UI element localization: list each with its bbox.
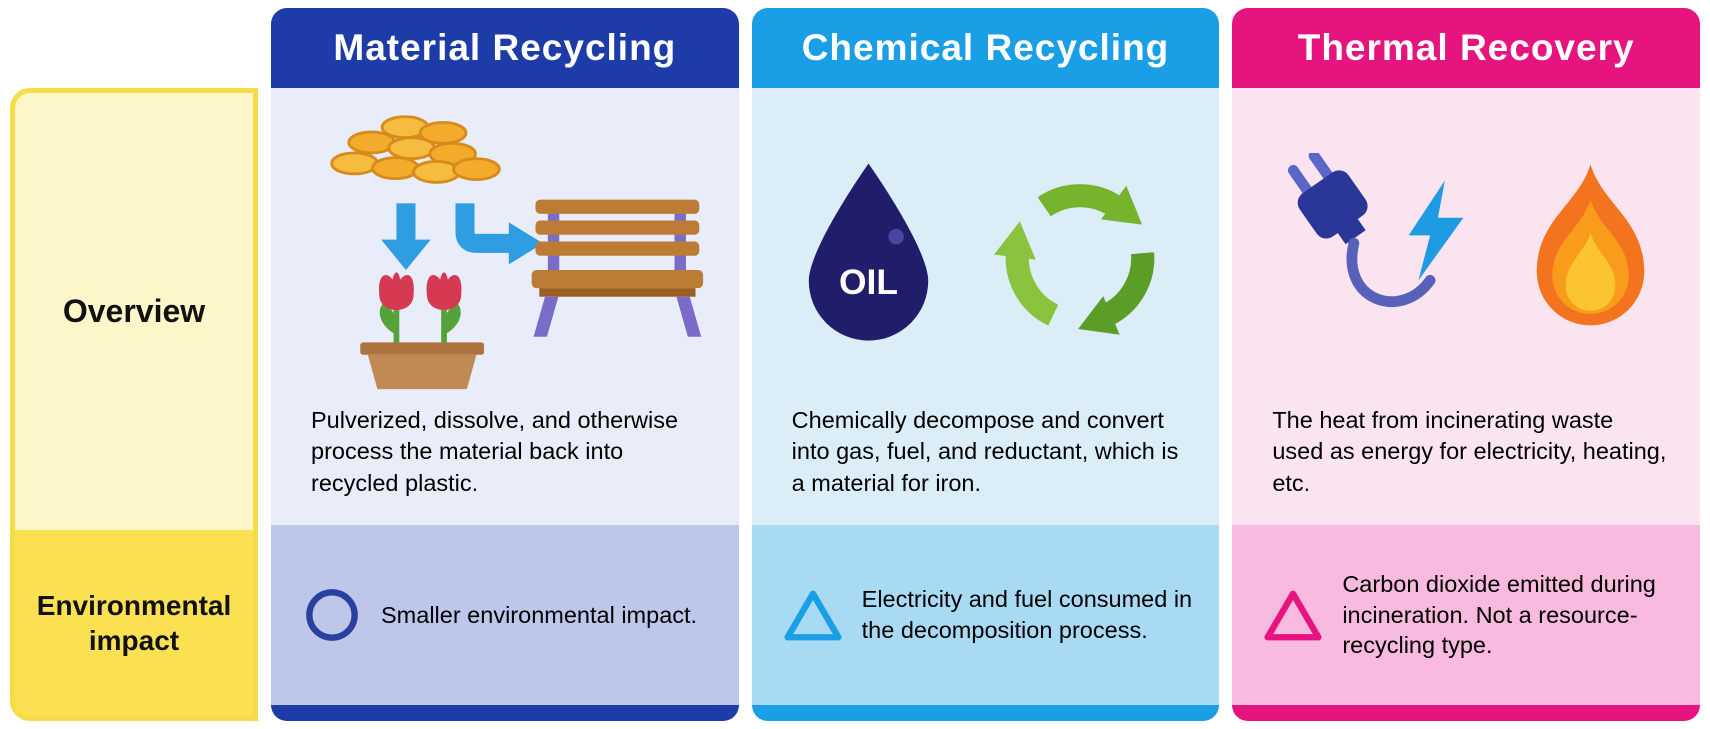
plug-prong (1287, 165, 1314, 197)
row-labels-column: Overview Environmental impact (10, 88, 258, 721)
circle-rating-icon (306, 589, 358, 641)
oil-drop-icon: OIL (808, 163, 929, 341)
oil-label: OIL (839, 263, 898, 302)
thermal-recovery-impact-text: Carbon dioxide emitted during incinerati… (1342, 571, 1656, 659)
thermal-recovery-description: The heat from incinerating waste used as… (1272, 406, 1667, 496)
column-thermal-recovery: Thermal Recovery (1232, 8, 1700, 721)
chemical-recycling-icons: OIL (752, 88, 1220, 405)
thermal-recovery-overview-cell: The heat from incinerating waste used as… (1232, 88, 1700, 525)
chemical-recycling-impact-cell: Electricity and fuel consumed in the dec… (751, 525, 1220, 705)
plastic-pellets-pile-icon (330, 115, 501, 185)
chemical-recycling-title: Chemical Recycling (751, 8, 1220, 88)
column-chemical-recycling: Chemical Recycling OIL (751, 8, 1220, 721)
material-recycling-description: Pulverized, dissolve, and otherwise proc… (311, 406, 679, 496)
bench-icon (531, 199, 703, 337)
lightning-bolt-icon (1408, 180, 1464, 281)
thermal-recovery-icons (1232, 88, 1700, 405)
triangle-rating-icon (784, 590, 842, 640)
plug-prong (1308, 153, 1334, 182)
power-plug-icon (1287, 153, 1464, 308)
triangle-rating-icon (1264, 590, 1322, 640)
material-recycling-overview-cell: Pulverized, dissolve, and otherwise proc… (271, 88, 739, 525)
chemical-recycling-impact-text: Electricity and fuel consumed in the dec… (861, 586, 1193, 643)
material-recycling-impact-cell: Smaller environmental impact. (271, 525, 739, 705)
thermal-recovery-title: Thermal Recovery (1232, 8, 1700, 88)
plug-cord (1346, 238, 1436, 308)
recycle-arrows-icon (993, 184, 1155, 336)
overview-label-text: Overview (62, 293, 206, 329)
material-recycling-title: Material Recycling (271, 8, 739, 88)
material-recycling-icons (271, 88, 739, 405)
impact-label-text: Environmental impact (36, 590, 232, 656)
row-label-environmental-impact: Environmental impact (15, 530, 253, 716)
chemical-recycling-description: Chemically decompose and convert into ga… (791, 406, 1179, 496)
column-material-recycling: Material Recycling (271, 8, 739, 721)
chemical-recycling-overview-cell: OIL Chemically d (751, 88, 1220, 525)
plug-neck (1335, 216, 1366, 245)
thermal-column-bottom-strip (1232, 705, 1700, 721)
material-recycling-illustration (330, 115, 703, 390)
flame-icon (1536, 164, 1645, 326)
thermal-recovery-impact-cell: Carbon dioxide emitted during incinerati… (1232, 525, 1700, 705)
down-arrow-icon (381, 203, 431, 271)
elbow-arrow-icon (455, 203, 543, 265)
chemical-column-bottom-strip (751, 705, 1220, 721)
row-label-overview: Overview (15, 93, 253, 530)
material-column-bottom-strip (271, 705, 739, 721)
tulip-planter-icon (360, 272, 484, 390)
material-recycling-impact-text: Smaller environmental impact. (381, 601, 698, 628)
